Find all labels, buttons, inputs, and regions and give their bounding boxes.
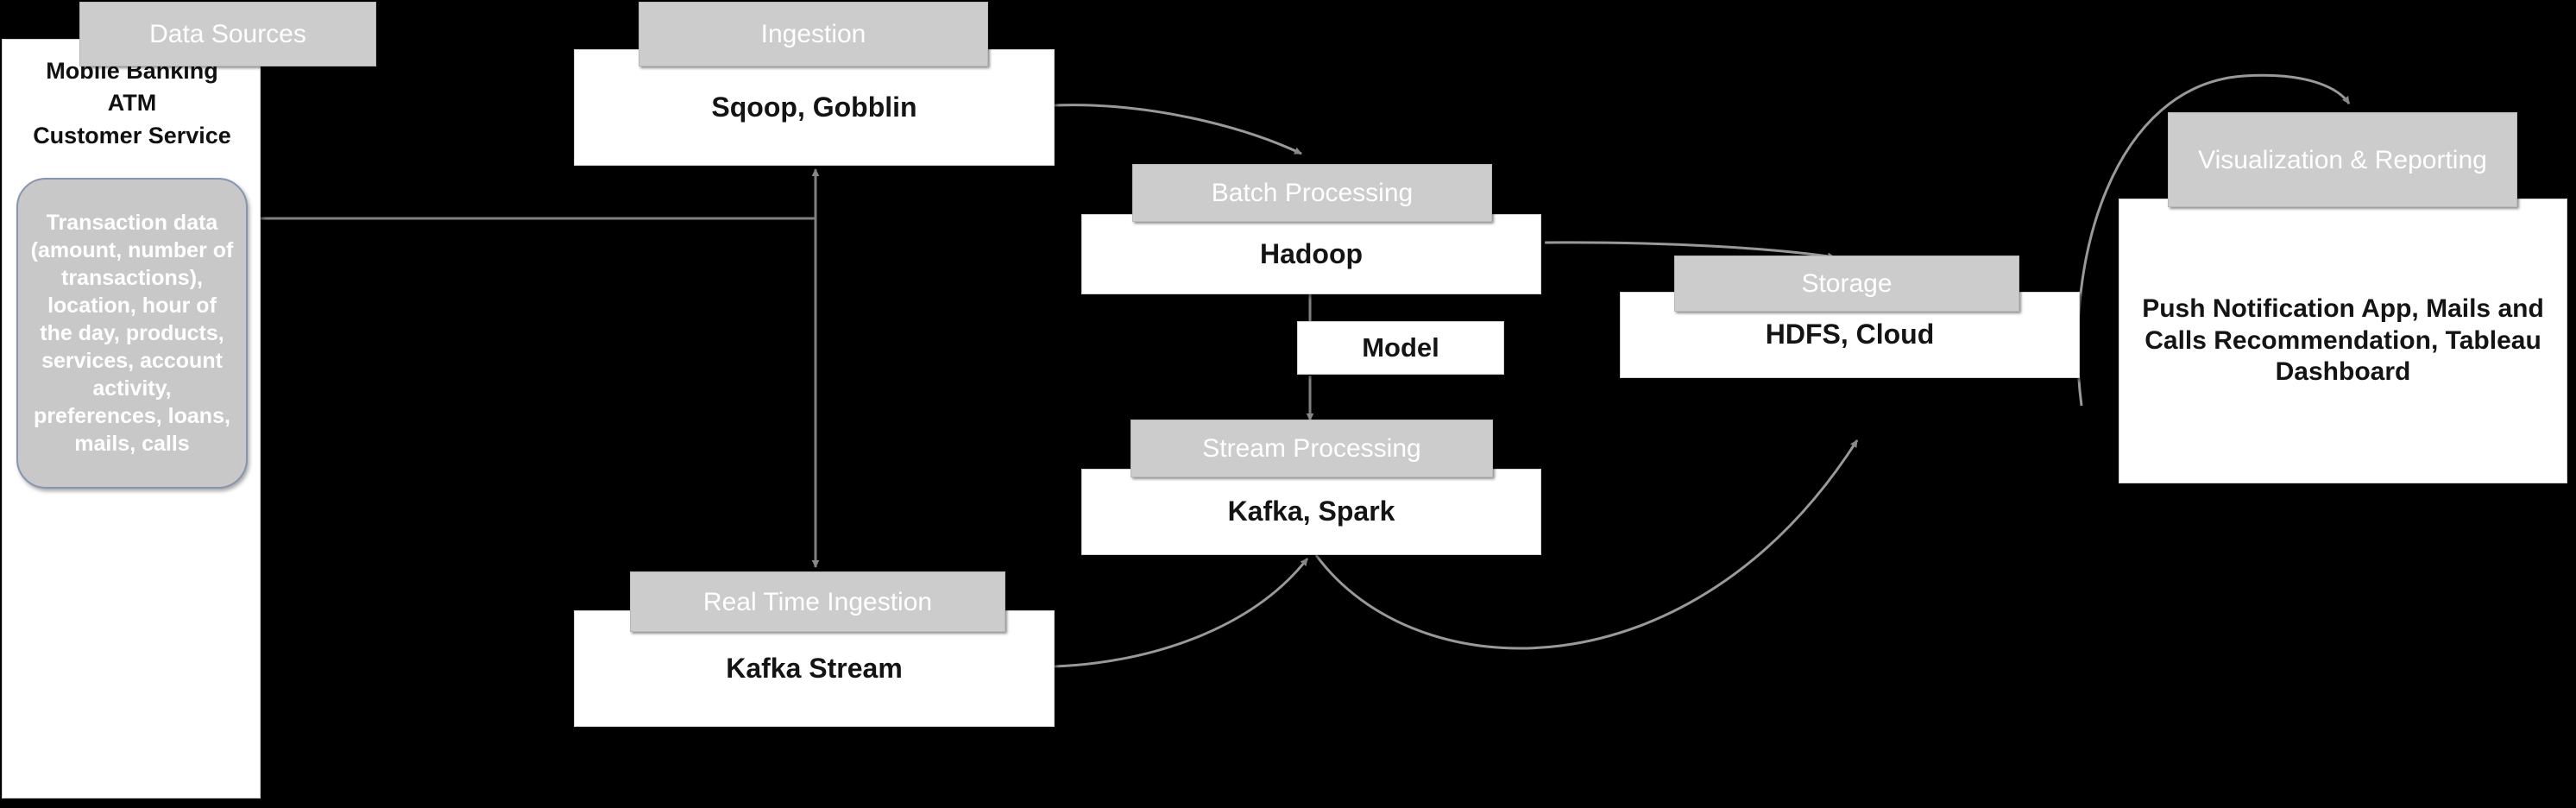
- batch-processing-header: Batch Processing: [1132, 164, 1492, 222]
- real-time-ingestion-header: Real Time Ingestion: [630, 571, 1005, 632]
- visualization-header: Visualization & Reporting: [2168, 112, 2517, 207]
- visualization-body: Push Notification App, Mails and Calls R…: [2119, 199, 2567, 483]
- storage-header: Storage: [1674, 256, 2019, 312]
- transaction-data-pill[interactable]: Transaction data (amount, number of tran…: [16, 178, 248, 489]
- connector-ingestion-batch: [1054, 104, 1302, 155]
- batch-processing-body: Hadoop: [1081, 214, 1541, 294]
- connector-data-sources-trunk: [261, 168, 820, 568]
- data-sources-lines: Mobile Banking ATM Customer Service: [3, 55, 261, 152]
- data-sources-panel: Mobile Banking ATM Customer Service Tran…: [2, 39, 261, 799]
- data-sources-line-2: ATM: [107, 90, 157, 117]
- stream-processing-body: Kafka, Spark: [1081, 469, 1541, 555]
- stream-processing-header: Stream Processing: [1131, 420, 1493, 477]
- ingestion-header: Ingestion: [639, 2, 988, 66]
- ingestion-body: Sqoop, Gobblin: [574, 49, 1055, 166]
- connector-realtime-stream: [1054, 558, 1309, 668]
- model-body: Model: [1297, 321, 1504, 375]
- data-sources-header: Data Sources: [79, 2, 376, 66]
- data-sources-line-3: Customer Service: [33, 122, 231, 148]
- transaction-data-text: Transaction data (amount, number of tran…: [30, 211, 234, 456]
